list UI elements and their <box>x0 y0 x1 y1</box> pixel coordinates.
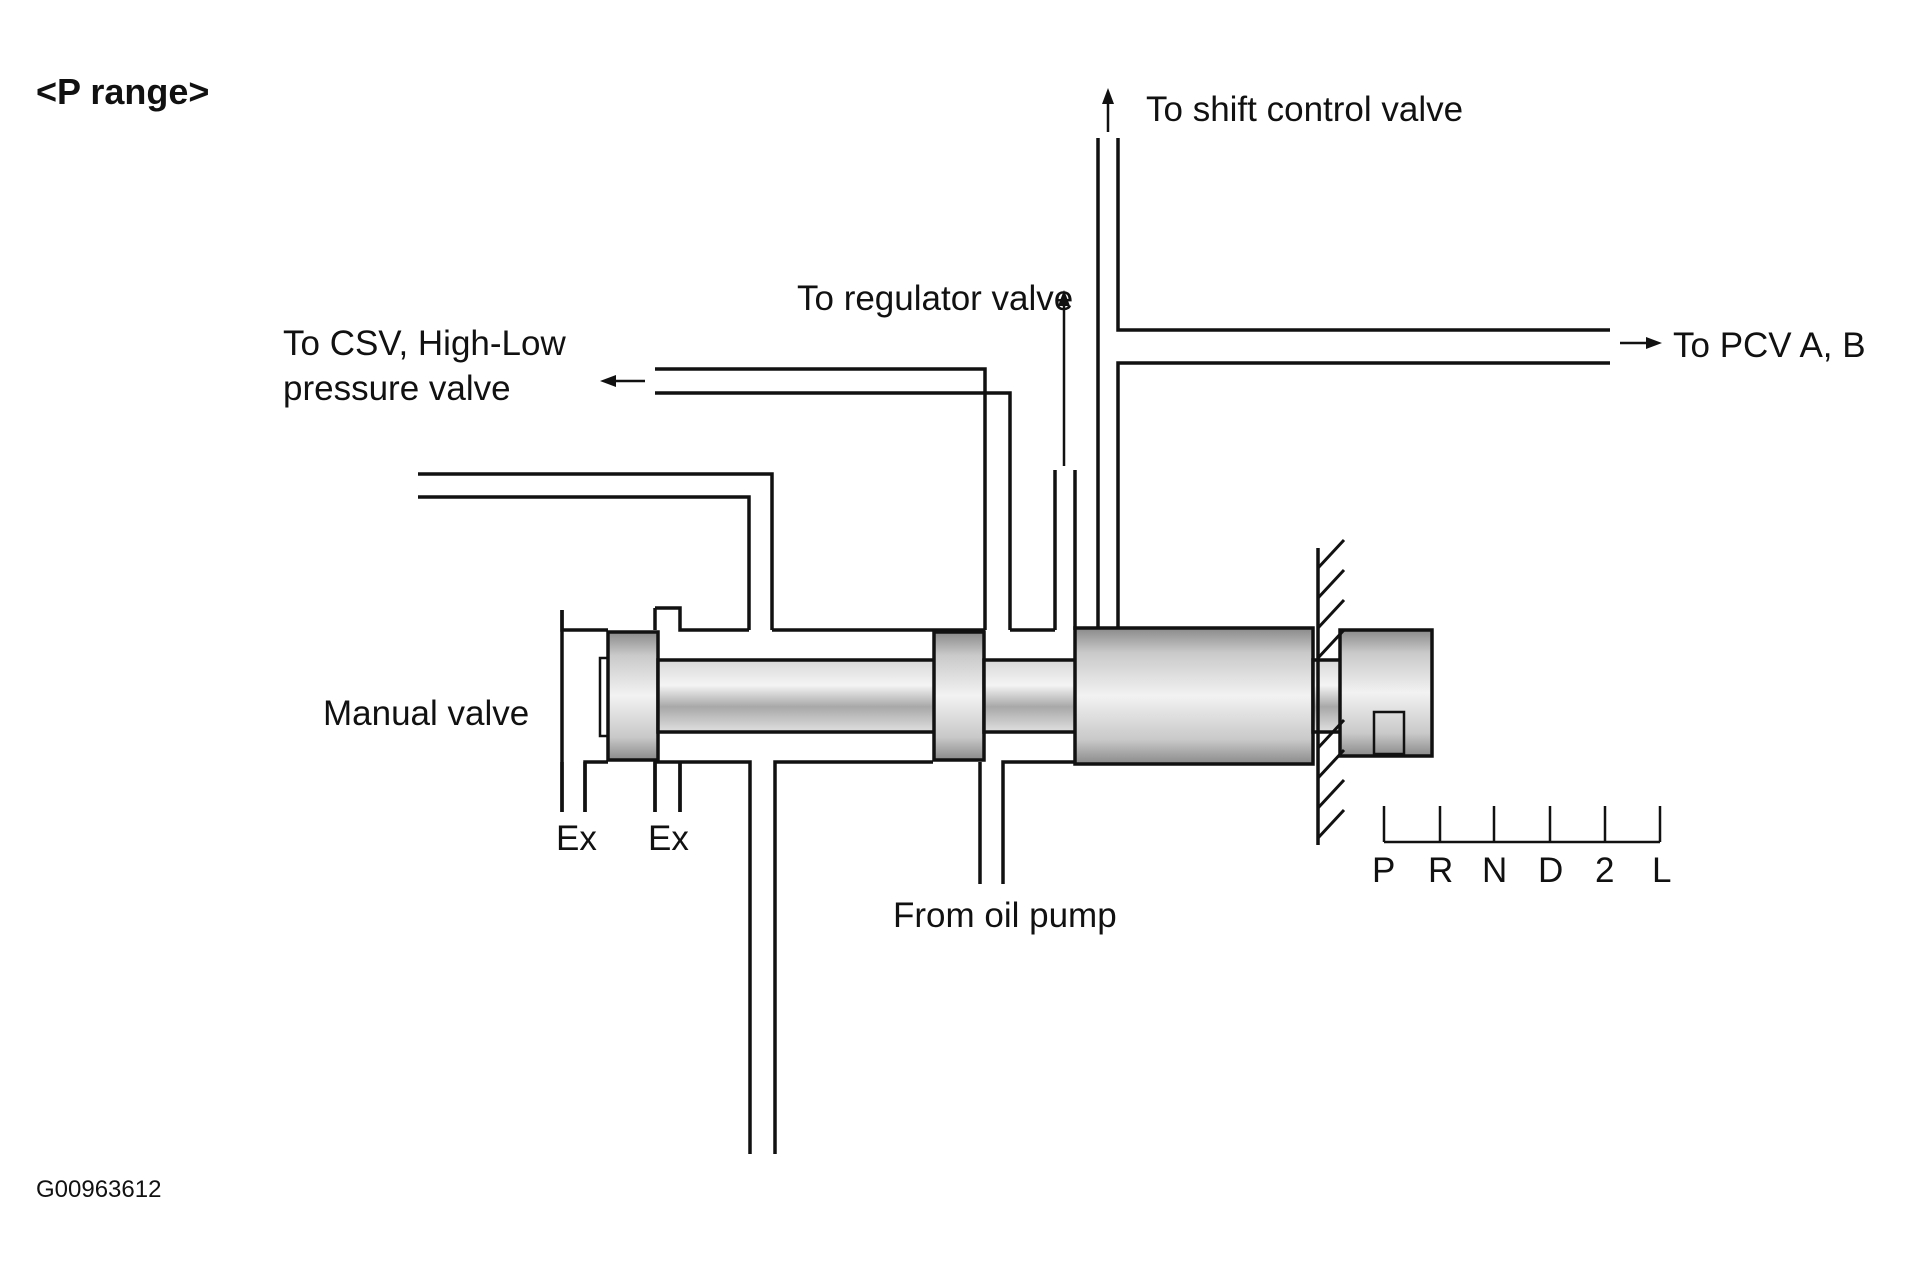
range-label-l: L <box>1652 851 1671 890</box>
range-label-n: N <box>1482 851 1507 890</box>
label-to-shift-control-valve: To shift control valve <box>1146 90 1463 129</box>
left-upper-passage <box>418 472 774 630</box>
label-to-regulator-valve: To regulator valve <box>797 279 1073 318</box>
label-from-oil-pump: From oil pump <box>893 896 1117 935</box>
oil-pump-passage <box>978 760 1080 884</box>
csv-passage <box>655 367 1012 630</box>
arrow-up-shift-control <box>1102 88 1114 132</box>
housing-wall <box>1316 538 1346 845</box>
bottom-passage <box>680 760 933 1154</box>
range-scale: P R N D 2 L <box>1372 806 1671 890</box>
label-exhaust-left: Ex <box>556 819 597 858</box>
range-label-p: P <box>1372 851 1395 890</box>
range-label-d: D <box>1538 851 1563 890</box>
arrow-left-csv <box>600 375 645 387</box>
exhaust-ports <box>560 762 682 812</box>
detent-notch <box>1372 710 1406 756</box>
diagram-title: <P range> <box>36 71 209 112</box>
label-manual-valve: Manual valve <box>323 694 529 733</box>
regulator-passage <box>1053 470 1077 630</box>
range-label-r: R <box>1428 851 1453 890</box>
range-label-2: 2 <box>1595 851 1614 890</box>
shift-control-passage <box>1096 138 1610 630</box>
label-exhaust-right: Ex <box>648 819 689 858</box>
figure-id: G00963612 <box>36 1176 161 1203</box>
label-to-csv-line1: To CSV, High-Low <box>283 324 566 363</box>
label-to-pcv: To PCV A, B <box>1673 326 1866 365</box>
label-to-csv-line2: pressure valve <box>283 369 511 408</box>
arrow-up-regulator <box>1058 290 1070 466</box>
arrow-right-pcv <box>1620 337 1662 349</box>
manual-valve-spool <box>598 626 1434 766</box>
